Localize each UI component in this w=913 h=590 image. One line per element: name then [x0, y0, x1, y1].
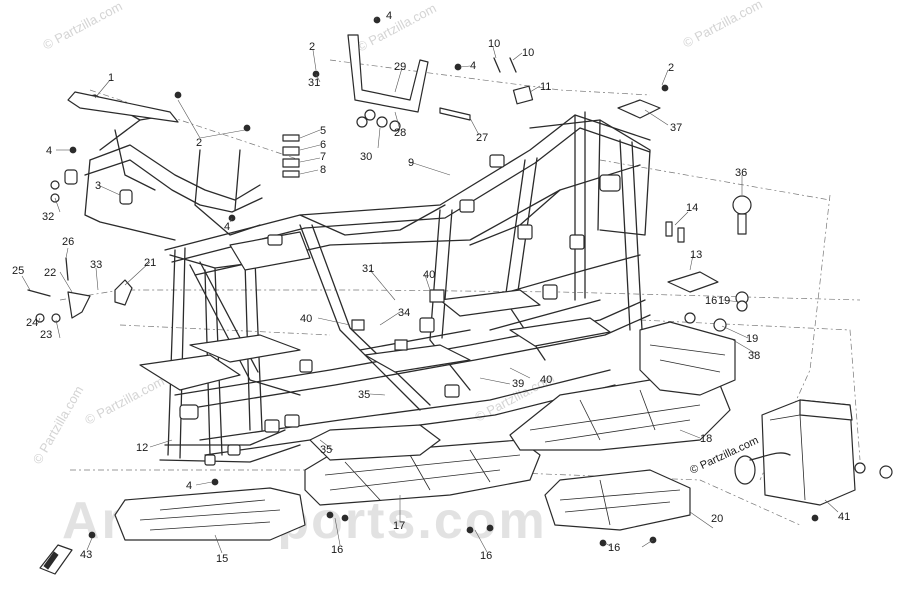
- skid-plate-35: [309, 424, 441, 461]
- callout-43: 43: [80, 549, 92, 561]
- callout-2: 2: [309, 41, 315, 53]
- callout-18: 18: [700, 433, 712, 445]
- skid-plates: [114, 321, 736, 541]
- callout-39: 39: [512, 378, 524, 390]
- callout-12: 12: [136, 442, 148, 454]
- callout-4: 4: [46, 145, 52, 157]
- callout-labels: 1 2 2 2 3 4 4 4 4 4 5 6 7 8 9 10 10 11 1…: [12, 10, 850, 565]
- callout-26: 26: [62, 236, 74, 248]
- callout-14: 14: [686, 202, 698, 214]
- callout-35: 35: [320, 444, 332, 456]
- callout-16: 16: [705, 295, 717, 307]
- callout-40: 40: [423, 269, 435, 281]
- callout-30: 30: [360, 151, 372, 163]
- callout-25: 25: [12, 265, 24, 277]
- callout-24: 24: [26, 317, 38, 329]
- watermark-partzilla: © Partzilla.com: [40, 0, 124, 53]
- frame-bosses: [179, 154, 621, 466]
- leader-lines: [21, 17, 839, 554]
- small-parts: [27, 16, 893, 575]
- callout-2: 2: [668, 62, 674, 74]
- callout-4: 4: [470, 60, 476, 72]
- callout-31: 31: [362, 263, 374, 275]
- callout-4: 4: [386, 10, 392, 22]
- callout-4: 4: [224, 221, 230, 233]
- callout-15: 15: [216, 553, 228, 565]
- callout-9: 9: [408, 157, 414, 169]
- callout-10: 10: [488, 38, 500, 50]
- callout-10: 10: [522, 47, 534, 59]
- callout-5: 5: [320, 125, 326, 137]
- bracket-part-1: [67, 91, 179, 123]
- callout-6: 6: [320, 139, 326, 151]
- callout-37: 37: [670, 122, 682, 134]
- skid-plate-38: [639, 321, 736, 396]
- hitch-ball: [732, 195, 752, 215]
- callout-13: 13: [690, 249, 702, 261]
- callout-19: 19: [718, 295, 730, 307]
- callout-7: 7: [320, 151, 326, 163]
- callout-11: 11: [540, 81, 551, 93]
- callout-3: 3: [95, 180, 101, 192]
- callout-21: 21: [144, 257, 156, 269]
- callout-16: 16: [480, 550, 492, 562]
- callout-4: 4: [186, 480, 192, 492]
- skid-plate-18: [509, 379, 731, 451]
- callout-1: 1: [108, 72, 114, 84]
- callout-40: 40: [300, 313, 312, 325]
- callout-35: 35: [358, 389, 370, 401]
- callout-29: 29: [394, 61, 406, 73]
- skid-plate-20: [544, 469, 691, 531]
- callout-22: 22: [44, 267, 56, 279]
- callout-41: 41: [838, 511, 850, 523]
- bracket-part-29: [347, 34, 429, 113]
- callout-20: 20: [711, 513, 723, 525]
- callout-8: 8: [320, 164, 326, 176]
- front-direction-marker: [39, 544, 73, 575]
- callout-19: 19: [746, 333, 758, 345]
- callout-16: 16: [331, 544, 343, 556]
- watermark-partzilla: © Partzilla.com: [30, 383, 87, 466]
- callout-16: 16: [608, 542, 620, 554]
- callout-2: 2: [196, 137, 202, 149]
- callout-36: 36: [735, 167, 747, 179]
- callout-23: 23: [40, 329, 52, 341]
- callout-33: 33: [90, 259, 102, 271]
- callout-38: 38: [748, 350, 760, 362]
- watermark-partzilla: © Partzilla.com: [354, 0, 438, 54]
- callout-31: 31: [308, 77, 320, 89]
- main-frame: [69, 94, 651, 466]
- callout-32: 32: [42, 211, 54, 223]
- callout-40: 40: [540, 374, 552, 386]
- watermark-partzilla: © Partzilla.com: [82, 373, 166, 427]
- callout-34: 34: [398, 307, 410, 319]
- callout-27: 27: [476, 132, 488, 144]
- callout-28: 28: [394, 127, 406, 139]
- callout-17: 17: [393, 520, 405, 532]
- watermark-partzilla: © Partzilla.com: [680, 0, 764, 51]
